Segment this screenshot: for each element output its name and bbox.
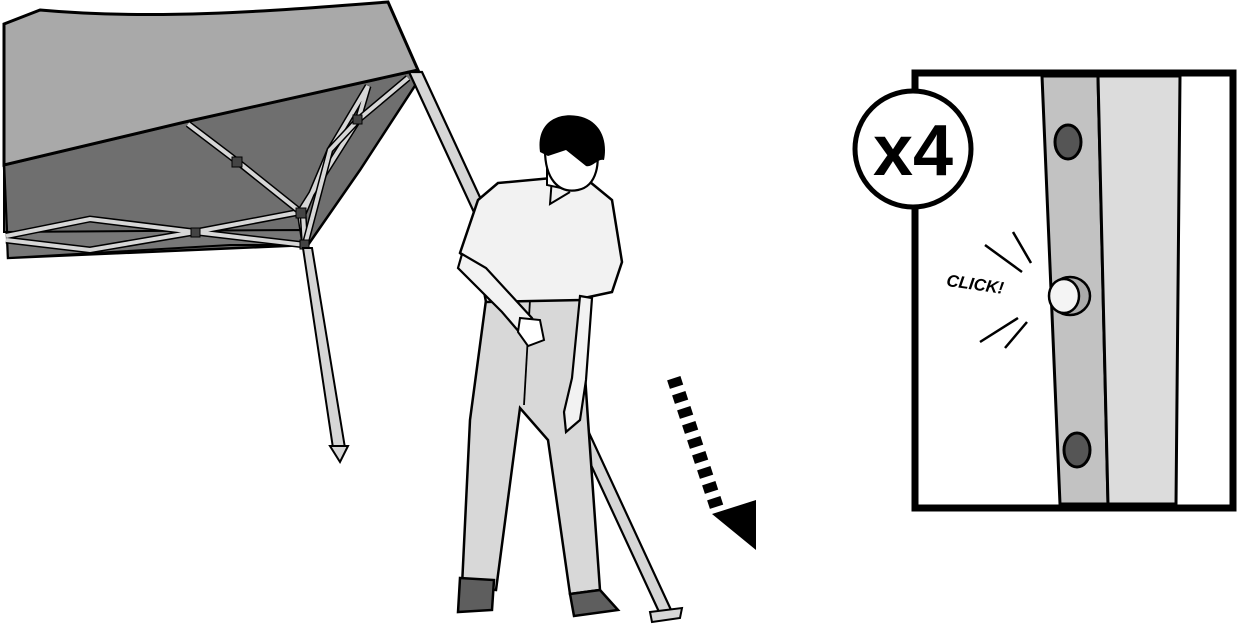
- pole-hole-bottom: [1064, 433, 1090, 467]
- tent-leg-back: [303, 248, 348, 462]
- pole-hole-top: [1055, 125, 1081, 159]
- quantity-badge: x4: [855, 91, 971, 207]
- pole-inner: [1098, 76, 1180, 504]
- person-shoe-left: [458, 578, 494, 612]
- push-button-icon: [1049, 277, 1090, 315]
- detail-callout: CLICK! x4: [855, 73, 1233, 508]
- person-shoe-right: [570, 590, 618, 616]
- down-arrow-icon: [667, 376, 756, 550]
- quantity-label: x4: [873, 111, 953, 191]
- person-icon: [458, 115, 622, 616]
